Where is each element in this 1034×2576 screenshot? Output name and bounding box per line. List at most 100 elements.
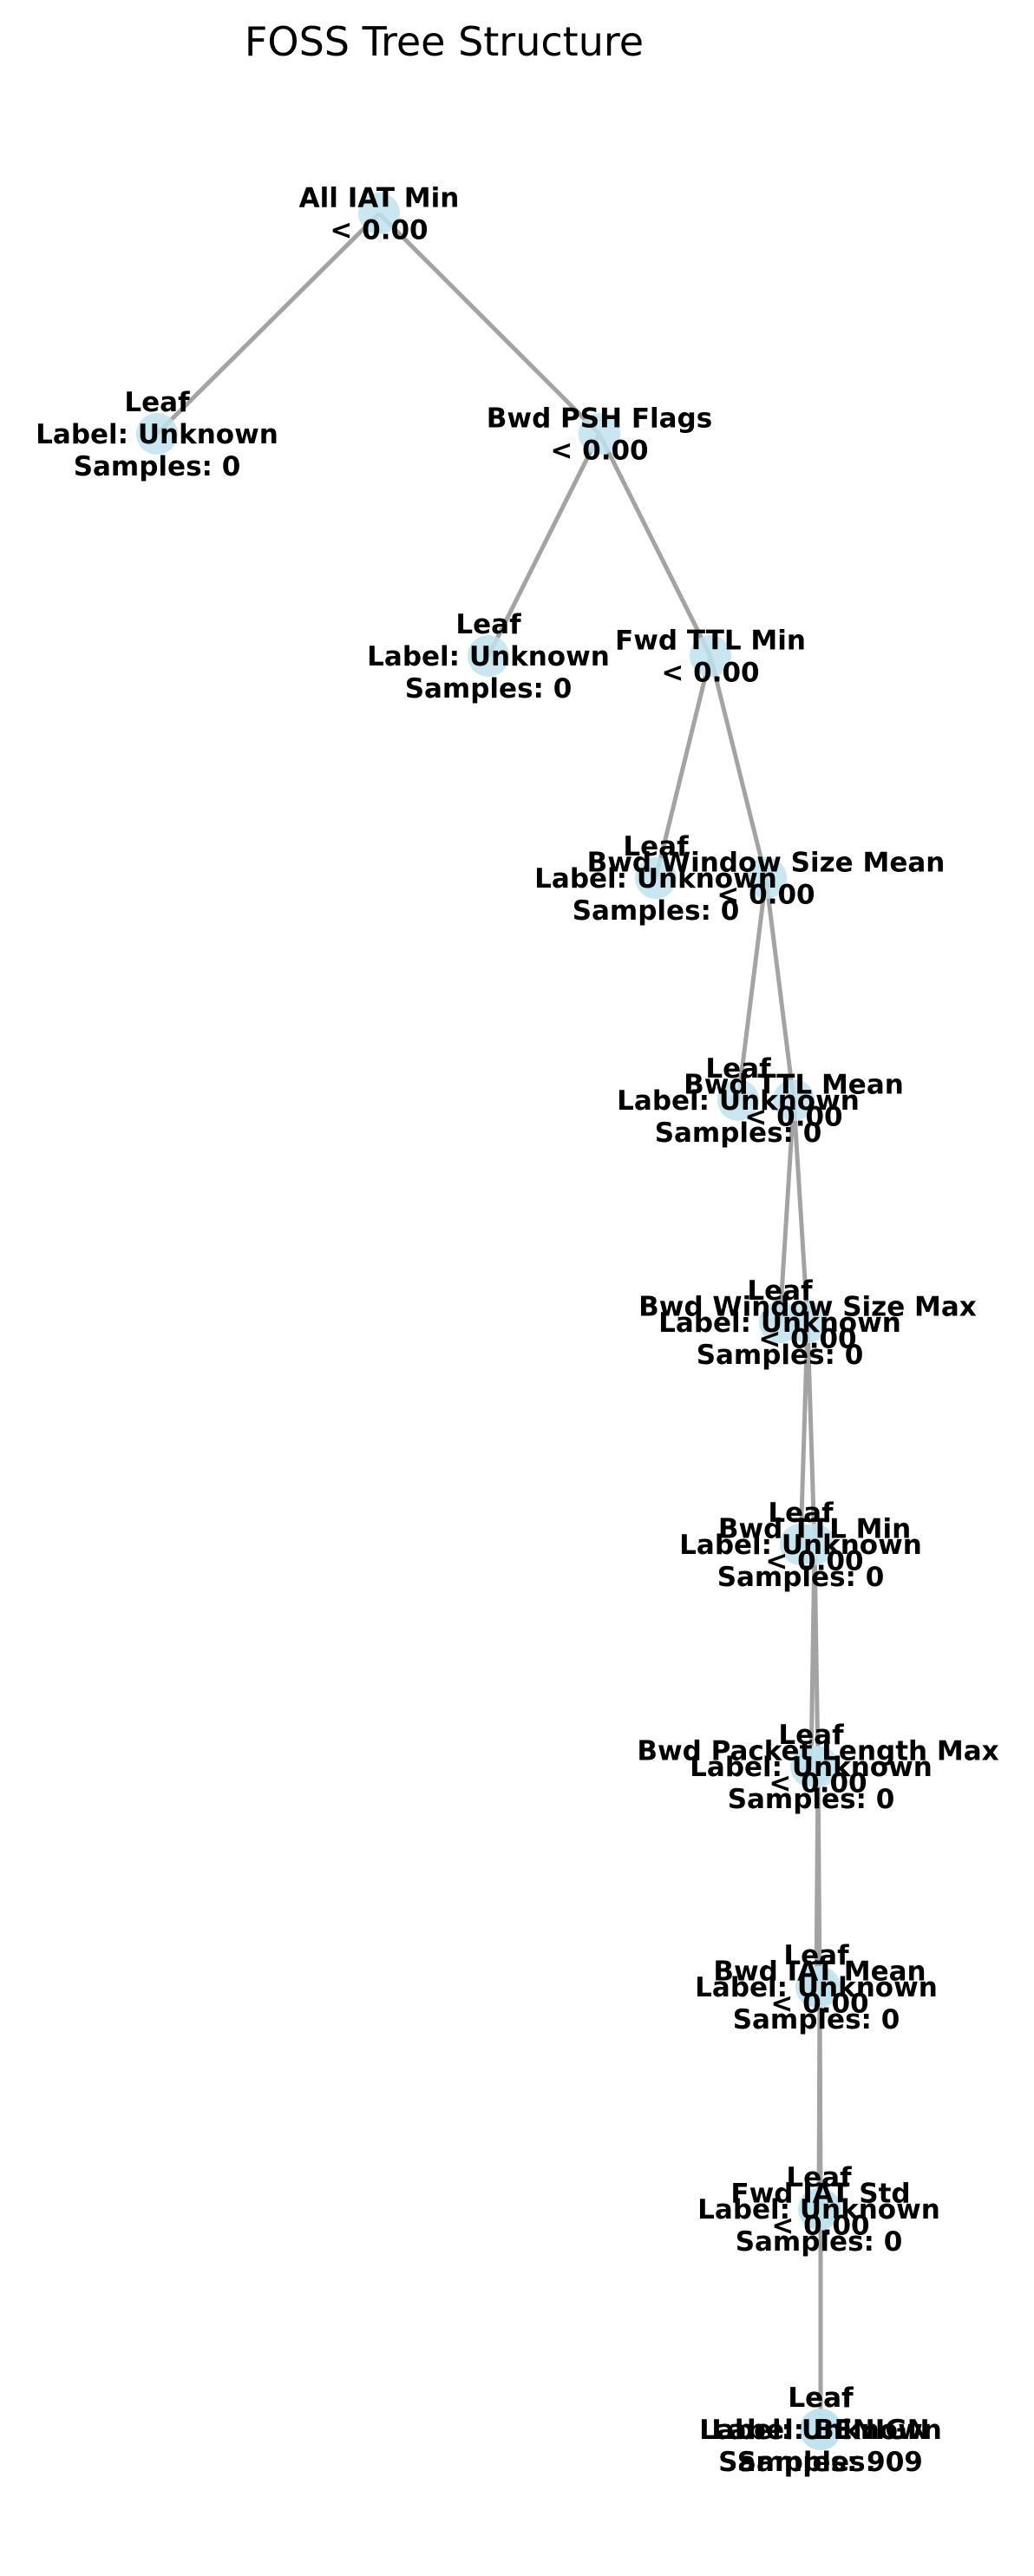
split-node-label: Fwd TTL Min< 0.00 [615,626,806,689]
tree-edge [805,1321,817,1545]
node-label-line: Samples: 0 [717,1562,885,1593]
diagram-title: FOSS Tree Structure [245,18,644,65]
node-label-line: < 0.00 [661,658,759,689]
node-label-line: Leaf [778,1720,844,1751]
tree-node-marker [579,413,620,455]
node-label-line: Samples: 0 [655,1118,822,1149]
node-label-line: Samples: 0 [573,895,740,927]
node-label-line: Samples: 0 [697,1340,864,1371]
tree-node-marker [468,635,509,677]
node-label-line: Leaf [783,1940,849,1971]
node-label-line: Samples: 0 [733,2004,900,2035]
tree-node-marker [787,1301,828,1343]
node-label-line: Bwd TTL Min [718,1514,911,1545]
node-label-line: Leaf [788,2383,854,2414]
tree-node-marker [717,1079,759,1121]
node-label-line: Label: Unknown [658,1308,901,1339]
node-label-line: Fwd TTL Min [615,626,806,657]
tree-node-marker [773,1079,815,1121]
tree-node-marker [797,1746,839,1787]
split-node-label: Bwd TTL Min< 0.00 [718,1514,911,1577]
node-label-line: < 0.00 [769,1768,867,1799]
split-node-label: Bwd IAT Mean< 0.00 [713,1957,926,2020]
node-label-line: Bwd Window Size Mean [587,848,946,879]
tree-edge [798,1321,810,1545]
tree-edge [377,212,601,436]
node-label-line: < 0.00 [771,2211,869,2242]
tree-node-marker [800,2188,841,2230]
tree-node-marker [799,1966,841,2008]
tree-edge [791,1099,810,1323]
tree-node-marker [794,1524,835,1565]
node-label-line: < 0.00 [717,880,815,911]
node-label-line: Samples: 0 [405,673,573,705]
node-label-line: Leaf [124,387,190,418]
tree-nodes [136,193,841,2450]
tree-edge [812,1544,821,1767]
tree-node-marker [745,857,787,899]
split-node-label: Fwd IAT Std< 0.00 [730,2179,910,2242]
split-node-label: Bwd Window Size Max< 0.00 [638,1292,977,1355]
tree-edge [597,432,713,658]
node-label-line: < 0.00 [765,1546,863,1577]
node-label-line: Leaf [747,1275,813,1307]
tree-edge [708,655,769,879]
split-node-label: All IAT Min< 0.00 [299,183,460,246]
node-label-line: < 0.00 [770,1989,868,2020]
node-label-line: Leaf [788,2383,854,2414]
tree-edges [155,212,823,2429]
tree-edge [653,655,713,879]
tree-node-marker [635,857,677,899]
node-label-line: Leaf [455,609,521,640]
node-label-line: Samples: 0 [728,1784,895,1815]
node-label-line: Samples: 0 [74,451,241,482]
tree-edge [155,212,381,436]
tree-node-marker [136,413,178,455]
tree-node-marker [358,193,400,234]
tree-edge [815,1766,822,1988]
split-node-label: Bwd PSH Flags< 0.00 [487,403,712,467]
node-label-line: Bwd PSH Flags [487,403,712,435]
node-label-line: Bwd Window Size Max [638,1292,977,1323]
node-label-line: < 0.00 [758,1324,856,1355]
tree-node-marker [690,635,731,677]
tree-edge [486,432,602,658]
node-label-line: Samples: 0 [736,2226,903,2258]
node-label-line: < 0.00 [550,436,648,467]
node-label-line: Label: Unknown [36,419,278,450]
node-label-line: Label: Unknown [617,1085,860,1117]
tree-edge [763,877,796,1101]
node-label-line: Label: Unknown [695,1972,938,2003]
node-label-line: Leaf [623,831,689,862]
split-node-label: Bwd Packet Length Max< 0.00 [637,1736,998,1799]
node-label-line: Label: Unknown [367,641,610,672]
tree-edge [817,1986,823,2210]
node-label-line: < 0.00 [330,215,428,246]
node-label-line: Bwd TTL Mean [684,1070,904,1101]
node-label-line: Label: Unknown [690,1752,933,1783]
node-label-line: Fwd IAT Std [730,2179,910,2210]
node-label-line: Leaf [786,2162,852,2193]
node-label-line: Samples: 0 [737,2447,905,2478]
node-label-line: Label: BENIGN [711,2415,929,2446]
node-label-line: Bwd IAT Mean [713,1957,926,1988]
node-label-line: Leaf [768,1498,834,1529]
tree-node-marker [800,2409,841,2450]
split-node-label: Bwd Window Size Mean< 0.00 [587,848,946,911]
node-label-line: All IAT Min [299,183,460,214]
node-label-line: Label: Unknown [699,2415,942,2446]
tree-edge [777,1099,796,1323]
node-label-line: Samples: 909 [718,2447,923,2478]
